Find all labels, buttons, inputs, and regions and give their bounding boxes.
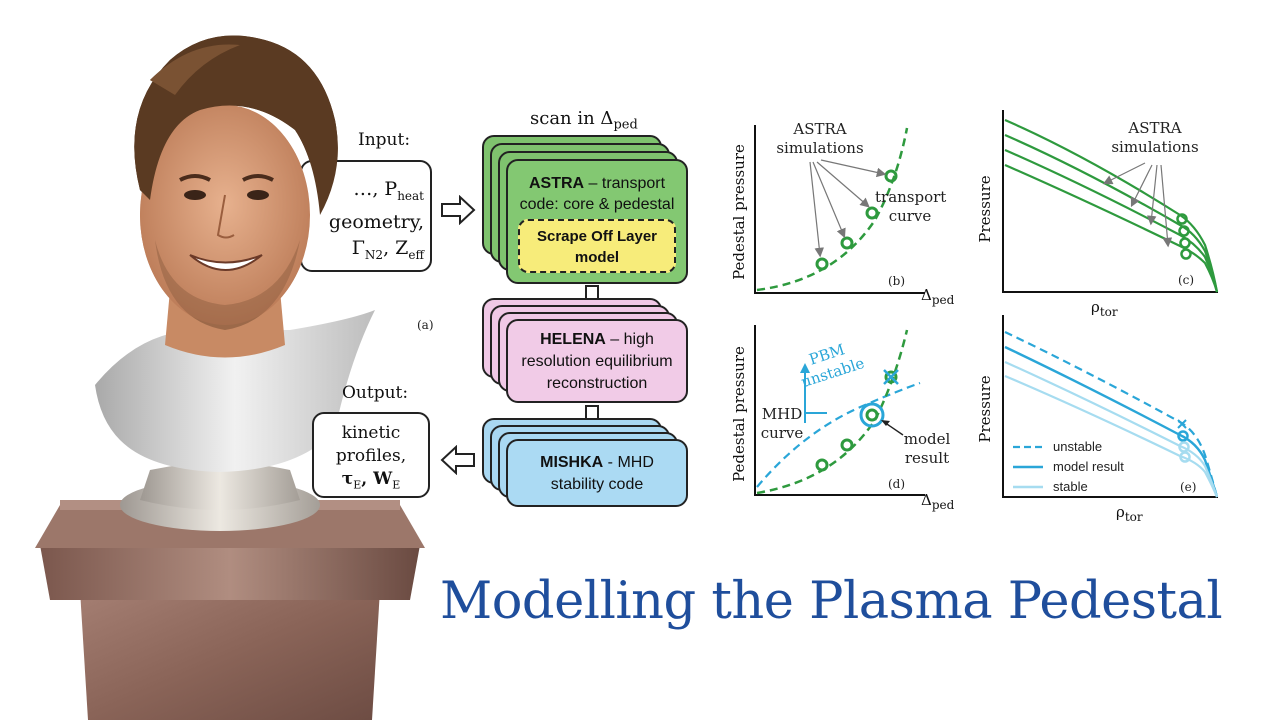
plot-d-ylabel: Pedestal pressure (730, 346, 748, 482)
mishka-stack: MISHKA - MHD stability code (482, 418, 692, 510)
pedestal-column (80, 590, 380, 720)
output-line-2: profiles, (335, 446, 407, 466)
plot-d-xlabel: Δped (921, 491, 955, 512)
plot-c-panel: (c) (1178, 273, 1195, 287)
plot-c-xlabel: ρtor (1091, 298, 1118, 319)
sol-model-box: Scrape Off Layer model (518, 219, 676, 273)
astra-stack: ASTRA – transport code: core & pedestal … (482, 135, 692, 290)
plot-e-xlabel: ρtor (1116, 503, 1143, 524)
shirt (95, 310, 375, 472)
legend-unstable: unstable (1053, 439, 1103, 454)
input-box: …, Pheat geometry, ΓN2, Zeff (300, 160, 432, 272)
arrow-input-to-astra (441, 195, 476, 225)
plot-c-ylabel: Pressure (976, 175, 994, 243)
arrow-mishka-to-output (440, 445, 475, 475)
plot-b-ylabel: Pedestal pressure (730, 144, 748, 280)
input-line-1: …, P (353, 178, 398, 200)
legend-model-result: model result (1053, 459, 1124, 474)
astra-name: ASTRA (528, 175, 585, 192)
helena-name: HELENA (540, 331, 606, 348)
plot-e: Pressure unstable model result stable (e… (975, 310, 1225, 525)
input-line-2: geometry, (328, 210, 424, 233)
plot-b-xlabel: Δped (921, 286, 955, 307)
astra-desc: code: core & pedestal (519, 196, 675, 213)
panel-a-label: (a) (417, 318, 434, 332)
scan-label: scan in Δped (530, 108, 638, 133)
bust-photo (0, 0, 450, 720)
plot-b-panel: (b) (888, 274, 906, 288)
plot-e-ylabel: Pressure (976, 375, 994, 443)
helena-stack: HELENA – high resolution equilibrium rec… (482, 298, 692, 408)
input-label: Input: (358, 130, 411, 150)
mishka-name: MISHKA (540, 454, 604, 471)
plot-d-panel: (d) (888, 477, 906, 491)
page-title: Modelling the Plasma Pedestal (440, 572, 1223, 631)
plot-e-panel: (e) (1180, 480, 1197, 494)
output-box: kinetic profiles, τE, WE (312, 412, 430, 498)
output-label: Output: (342, 383, 409, 403)
legend-stable: stable (1053, 479, 1088, 494)
output-line-1: kinetic (341, 423, 401, 443)
